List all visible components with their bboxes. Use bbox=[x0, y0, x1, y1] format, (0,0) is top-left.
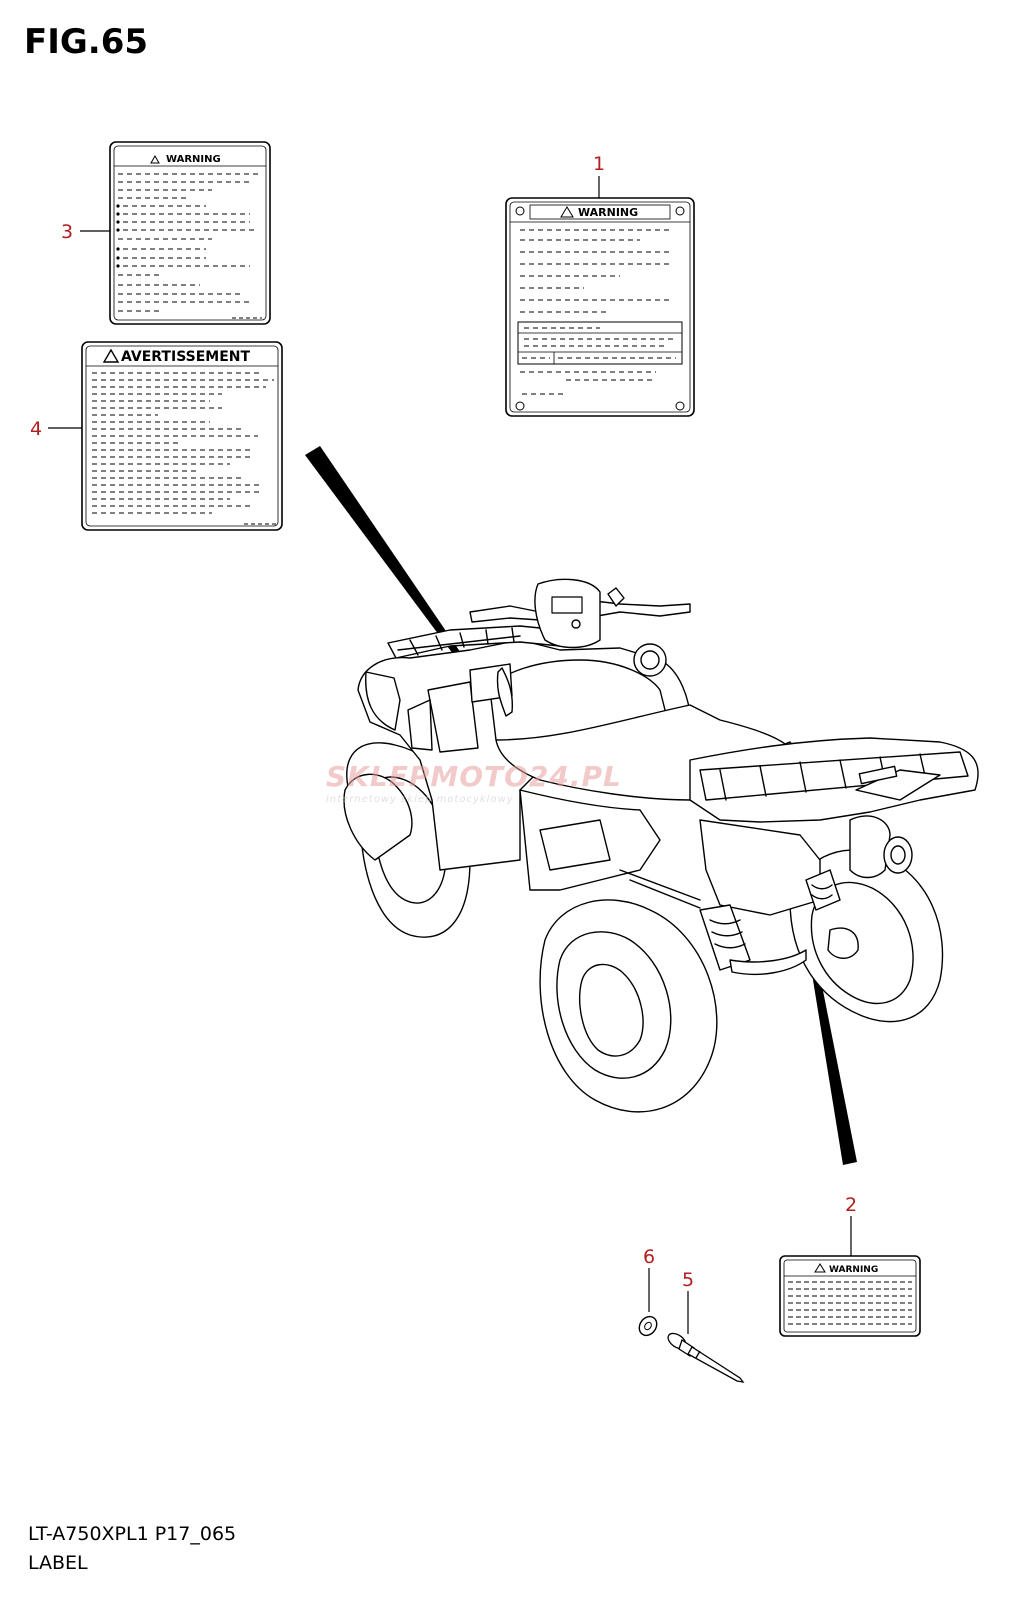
rivet-part-5 bbox=[667, 1332, 745, 1383]
label-4-heading: AVERTISSEMENT bbox=[121, 349, 251, 365]
callout-2: 2 bbox=[845, 1194, 857, 1216]
label-2-heading: WARNING bbox=[829, 1265, 878, 1275]
washer-part-6 bbox=[638, 1315, 658, 1337]
callout-6: 6 bbox=[643, 1246, 655, 1268]
callout-3: 3 bbox=[61, 221, 73, 243]
callout-5: 5 bbox=[682, 1269, 694, 1291]
label-1-heading: WARNING bbox=[578, 206, 638, 219]
atv-illustration bbox=[343, 578, 979, 1113]
model-code: LT-A750XPL1 P17_065 bbox=[28, 1523, 237, 1545]
figure-title: FIG.65 bbox=[24, 22, 149, 62]
label-4-avertissement-sticker: AVERTISSEMENT bbox=[81, 341, 283, 531]
label-3-heading: WARNING bbox=[166, 154, 221, 165]
callout-1: 1 bbox=[593, 153, 605, 175]
watermark: SKLEPMOTO24.PL internetowy sklep motocyk… bbox=[326, 760, 622, 805]
callout-leaders bbox=[48, 176, 852, 1334]
label-2-warning-sticker: WARNING bbox=[779, 1255, 921, 1337]
label-1-warning-sticker: WARNING bbox=[505, 197, 695, 417]
section-name: LABEL bbox=[28, 1552, 88, 1574]
watermark-tagline: internetowy sklep motocyklowy bbox=[326, 794, 514, 805]
watermark-brand: SKLEPMOTO24.PL bbox=[326, 760, 622, 793]
callout-4: 4 bbox=[30, 418, 42, 440]
label-3-warning-sticker: WARNING bbox=[109, 141, 271, 325]
